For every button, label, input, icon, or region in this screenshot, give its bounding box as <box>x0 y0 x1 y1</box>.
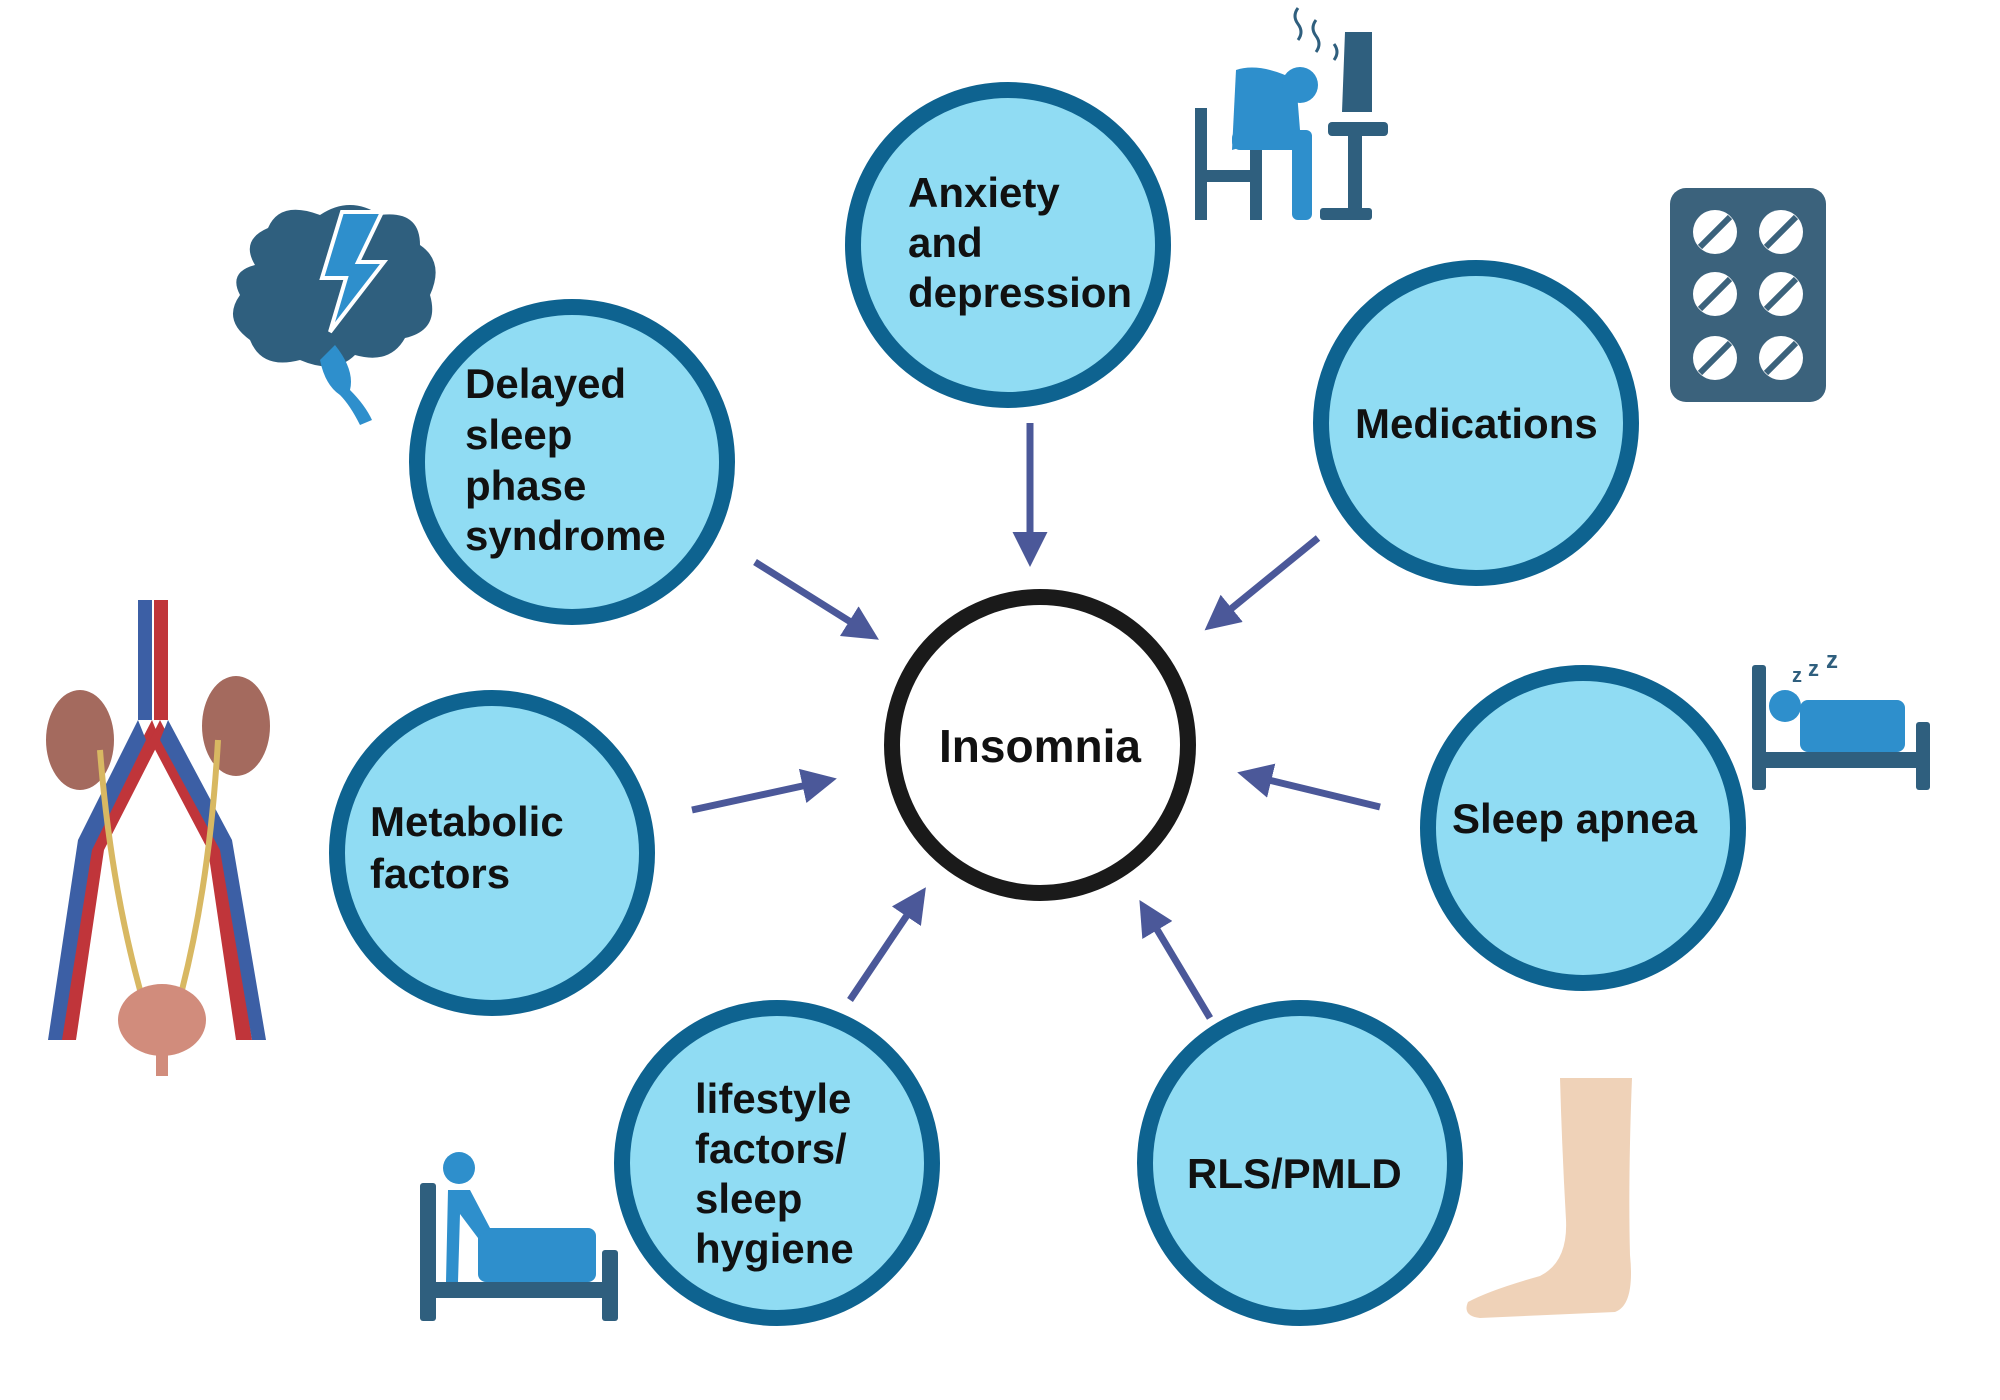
factor-label: lifestyle factors/ sleep hygiene <box>695 1075 863 1272</box>
label-line: sleep <box>465 411 572 458</box>
factor-label: Delayed sleep phase syndrome <box>465 360 666 559</box>
label-line: syndrome <box>465 512 666 559</box>
factor-label: RLS/PMLD <box>1187 1150 1402 1197</box>
arrow-metabolic <box>691 768 837 814</box>
factor-circle <box>1420 665 1746 991</box>
label-line: depression <box>908 269 1132 316</box>
factor-node-metabolic: Metabolic factors <box>329 690 655 1016</box>
factor-label: Sleep apnea <box>1452 795 1698 842</box>
label-line: factors <box>370 850 510 897</box>
label-line: factors/ <box>695 1125 847 1172</box>
arrow-delayed-sleep <box>753 559 879 640</box>
sleeping-in-bed-icon: z z z <box>1752 647 1930 790</box>
center-node: Insomnia <box>884 589 1196 901</box>
factor-node-sleep-apnea: Sleep apnea <box>1420 665 1746 991</box>
factor-node-rls-pmld: RLS/PMLD <box>1137 1000 1463 1326</box>
factor-node-medications: Medications <box>1313 260 1639 586</box>
factor-label: Anxiety and depression <box>908 169 1132 316</box>
stressed-person-at-desk-icon <box>1195 7 1388 220</box>
svg-text:z: z <box>1792 665 1802 687</box>
factor-label: Medications <box>1355 400 1598 447</box>
factor-circle <box>1313 260 1639 586</box>
factor-circle <box>409 299 735 625</box>
arrow-rls-pmld <box>1139 899 1214 1020</box>
svg-text:z: z <box>1808 656 1819 681</box>
center-circle <box>884 589 1196 901</box>
factor-circle <box>845 82 1171 408</box>
leg-and-foot-icon <box>1466 1078 1632 1318</box>
label-line: and <box>908 219 983 266</box>
person-sitting-in-bed-icon <box>420 1152 618 1321</box>
brain-lightning-icon <box>232 205 436 425</box>
label-line: Medications <box>1355 400 1598 447</box>
label-line: Delayed <box>465 360 626 407</box>
center-label: Insomnia <box>939 720 1141 772</box>
factor-circle <box>329 690 655 1016</box>
label-line: hygiene <box>695 1225 854 1272</box>
label-line: phase <box>465 462 586 509</box>
arrow-medications <box>1204 535 1321 631</box>
label-line: Metabolic <box>370 798 564 845</box>
label-line: RLS/PMLD <box>1187 1150 1402 1197</box>
factor-circle <box>614 1000 940 1326</box>
factor-circle <box>1137 1000 1463 1326</box>
label-line: Sleep apnea <box>1452 795 1698 842</box>
label-line: sleep <box>695 1175 802 1222</box>
factor-node-delayed-sleep: Delayed sleep phase syndrome <box>409 299 735 625</box>
arrow-lifestyle <box>847 887 926 1002</box>
label-line: Anxiety <box>908 169 1060 216</box>
svg-text:z: z <box>1826 647 1838 674</box>
pill-blister-pack-icon <box>1670 188 1826 402</box>
label-line: lifestyle <box>695 1075 851 1122</box>
factor-node-lifestyle: lifestyle factors/ sleep hygiene <box>614 1000 940 1326</box>
factor-label: Metabolic factors <box>370 798 575 897</box>
factor-node-anxiety: Anxiety and depression <box>845 82 1171 408</box>
arrow-sleep-apnea <box>1237 763 1381 811</box>
kidneys-urinary-system-icon <box>46 600 270 1076</box>
arrows <box>691 423 1381 1020</box>
